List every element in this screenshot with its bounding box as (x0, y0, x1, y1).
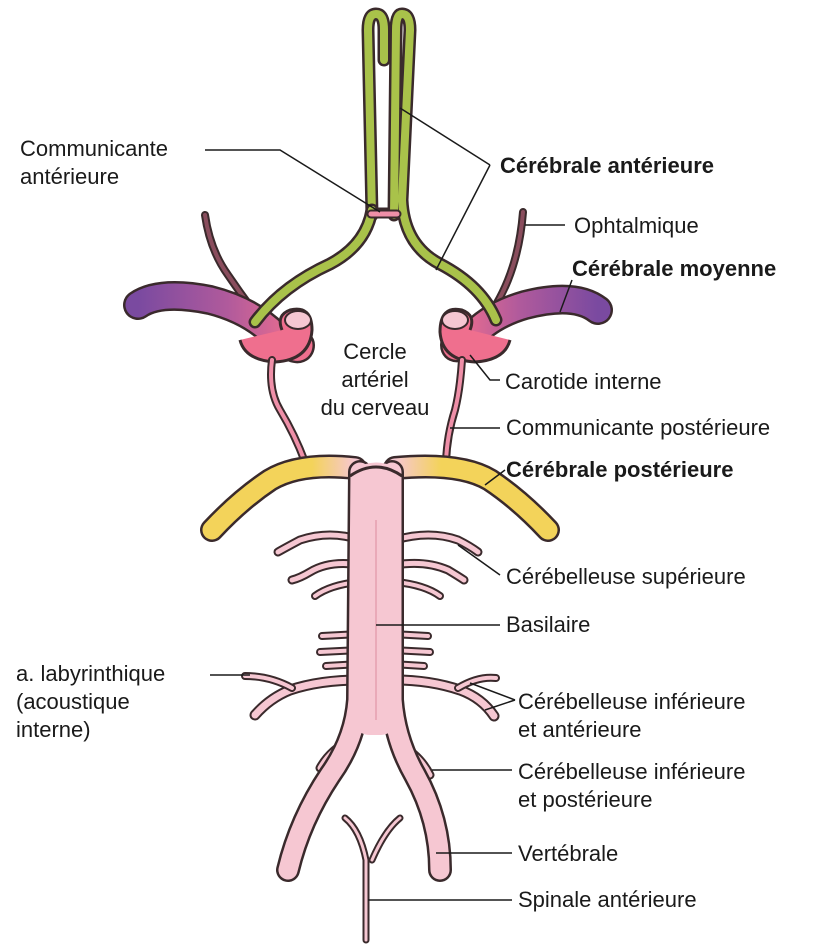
label-line: (acoustique (16, 688, 165, 716)
label-communicante-anterieure: Communicante antérieure (20, 135, 168, 191)
label-line: et antérieure (518, 716, 745, 744)
anterior-inferior-cerebellar-right (395, 678, 496, 716)
anterior-spinal-artery (345, 818, 400, 940)
anterior-spinal-artery-fill (345, 818, 400, 940)
label-cerebrale-anterieure: Cérébrale antérieure (500, 152, 714, 180)
label-line: Cérébelleuse inférieure (518, 688, 745, 716)
label-line: du cerveau (300, 394, 450, 422)
label-line: et postérieure (518, 786, 745, 814)
internal-carotid-right-lumen (442, 311, 468, 329)
internal-carotid-left-lumen (285, 311, 311, 329)
label-cerebrale-posterieure: Cérébrale postérieure (506, 456, 733, 484)
superior-cerebellar-right (395, 535, 478, 596)
label-ophtalmique: Ophtalmique (574, 212, 699, 240)
leader-cerebrale-anterieure-2 (436, 165, 490, 270)
label-line: artériel (300, 366, 450, 394)
label-cercle-arteriel: Cercle artériel du cerveau (300, 338, 450, 422)
anterior-inferior-cerebellar-left (245, 676, 360, 715)
label-line: Cercle (300, 338, 450, 366)
label-cerebelleuse-inf-ant: Cérébelleuse inférieure et antérieure (518, 688, 745, 744)
label-line: Cérébelleuse inférieure (518, 758, 745, 786)
label-cerebelleuse-superieure: Cérébelleuse supérieure (506, 563, 746, 591)
posterior-cerebral-artery-left-fill (212, 467, 355, 531)
label-basilaire: Basilaire (506, 611, 590, 639)
label-communicante-posterieure: Communicante postérieure (506, 414, 770, 442)
label-labyrinthique: a. labyrinthique (acoustique interne) (16, 660, 165, 744)
leader-communicante-anterieure (205, 150, 380, 212)
label-cerebrale-moyenne: Cérébrale moyenne (572, 255, 776, 283)
label-line: antérieure (20, 163, 168, 191)
leader-cerebrale-anterieure-1 (400, 108, 490, 165)
label-carotide-interne: Carotide interne (505, 368, 662, 396)
label-line: Communicante (20, 135, 168, 163)
label-line: interne) (16, 716, 165, 744)
label-line: a. labyrinthique (16, 660, 165, 688)
label-vertebrale: Vertébrale (518, 840, 618, 868)
label-cerebelleuse-inf-post: Cérébelleuse inférieure et postérieure (518, 758, 745, 814)
label-spinale-anterieure: Spinale antérieure (518, 886, 697, 914)
anterior-cerebral-overlay (255, 14, 496, 322)
